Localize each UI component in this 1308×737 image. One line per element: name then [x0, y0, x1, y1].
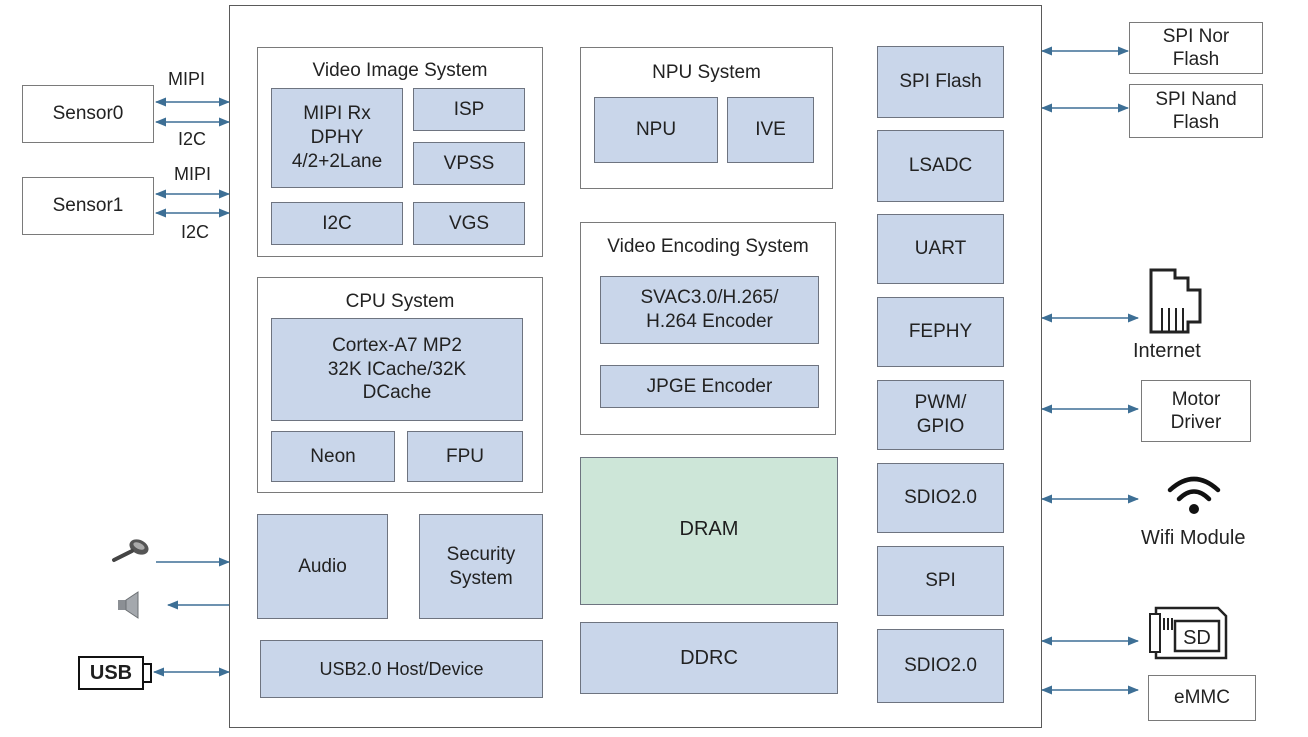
speaker-icon: [118, 591, 139, 619]
emmc-label: eMMC: [1174, 687, 1230, 709]
spi-label: SPI: [925, 570, 956, 592]
neon-label: Neon: [310, 445, 356, 467]
wifi-module-label: Wifi Module: [1141, 527, 1246, 549]
video-image-system-title: Video Image System: [312, 60, 488, 81]
npu-block: NPU: [594, 97, 718, 163]
mipi-rx-label: MIPI Rx DPHY 4/2+2Lane: [291, 103, 383, 172]
audio-block: Audio: [257, 514, 388, 619]
ethernet-port-icon: [1149, 268, 1202, 334]
uart-label: UART: [914, 238, 967, 260]
fpu-block: FPU: [407, 431, 523, 482]
spi-block: SPI: [877, 546, 1004, 616]
jpge-encoder-label: JPGE Encoder: [646, 375, 773, 397]
sdio-a-label: SDIO2.0: [904, 487, 977, 509]
usb-host-block: USB2.0 Host/Device: [260, 640, 543, 698]
spi-flash-block: SPI Flash: [877, 46, 1004, 118]
sd-card-icon: SD: [1149, 606, 1228, 660]
vgs-label: VGS: [448, 212, 490, 234]
isp-block: ISP: [413, 88, 525, 131]
vis-i2c-label: I2C: [322, 212, 352, 234]
sdio-b-label: SDIO2.0: [904, 655, 977, 677]
audio-label: Audio: [298, 555, 347, 577]
mipi-label-1: MIPI: [174, 164, 212, 184]
mipi-label-0: MIPI: [168, 69, 206, 89]
spi-nor-flash-box: SPI Nor Flash: [1129, 22, 1263, 74]
usb-plug-tip: [144, 663, 152, 683]
dram-label: DRAM: [679, 518, 739, 540]
ddrc-label: DDRC: [680, 646, 738, 669]
ive-label: IVE: [755, 119, 786, 141]
sdio-a-block: SDIO2.0: [877, 463, 1004, 533]
sensor0-box: Sensor0: [22, 85, 154, 143]
cpu-system-title: CPU System: [345, 291, 455, 312]
npu-label: NPU: [635, 119, 677, 141]
i2c-label-0: I2C: [178, 129, 207, 149]
dram-block: DRAM: [580, 457, 838, 605]
neon-block: Neon: [271, 431, 395, 482]
svac-encoder-block: SVAC3.0/H.265/ H.264 Encoder: [600, 276, 819, 344]
i2c-label-1: I2C: [181, 222, 210, 242]
isp-label: ISP: [453, 98, 485, 120]
usb-plug-icon: USB: [78, 656, 144, 690]
pwm-gpio-label: PWM/ GPIO: [914, 392, 967, 437]
ddrc-block: DDRC: [580, 622, 838, 694]
pwm-gpio-block: PWM/ GPIO: [877, 380, 1004, 450]
npu-system-title: NPU System: [652, 62, 761, 83]
security-system-block: Security System: [419, 514, 543, 619]
mipi-rx-block: MIPI Rx DPHY 4/2+2Lane: [271, 88, 403, 188]
uart-block: UART: [877, 214, 1004, 284]
security-system-label: Security System: [446, 543, 516, 589]
usb-host-label: USB2.0 Host/Device: [319, 658, 484, 679]
vgs-block: VGS: [413, 202, 525, 245]
fephy-label: FEPHY: [908, 321, 973, 343]
sensor1-box: Sensor1: [22, 177, 154, 235]
emmc-box: eMMC: [1148, 675, 1256, 721]
fpu-label: FPU: [446, 445, 484, 467]
ive-block: IVE: [727, 97, 814, 163]
usb-label: USB: [89, 661, 133, 684]
video-encoding-system-title: Video Encoding System: [607, 236, 809, 257]
motor-driver-label: Motor Driver: [1170, 388, 1222, 433]
sdio-b-block: SDIO2.0: [877, 629, 1004, 703]
spi-nor-flash-label: SPI Nor Flash: [1162, 25, 1230, 70]
vpss-label: VPSS: [443, 152, 495, 174]
vpss-block: VPSS: [413, 142, 525, 185]
sensor0-label: Sensor0: [52, 103, 124, 125]
wifi-icon: [1167, 476, 1221, 514]
lsadc-label: LSADC: [908, 155, 973, 177]
spi-nand-flash-box: SPI Nand Flash: [1129, 84, 1263, 138]
vis-i2c-block: I2C: [271, 202, 403, 245]
microphone-icon: [112, 539, 149, 562]
motor-driver-box: Motor Driver: [1141, 380, 1251, 442]
sensor1-label: Sensor1: [52, 195, 124, 217]
fephy-block: FEPHY: [877, 297, 1004, 367]
lsadc-block: LSADC: [877, 130, 1004, 202]
sd-label: SD: [1183, 627, 1211, 649]
cortex-a7-label: Cortex-A7 MP2 32K ICache/32K DCache: [327, 334, 467, 404]
svac-encoder-label: SVAC3.0/H.265/ H.264 Encoder: [640, 287, 779, 332]
internet-label: Internet: [1133, 340, 1201, 362]
spi-flash-label: SPI Flash: [899, 71, 982, 93]
jpge-encoder-block: JPGE Encoder: [600, 365, 819, 408]
cortex-a7-block: Cortex-A7 MP2 32K ICache/32K DCache: [271, 318, 523, 421]
spi-nand-flash-label: SPI Nand Flash: [1155, 88, 1237, 133]
